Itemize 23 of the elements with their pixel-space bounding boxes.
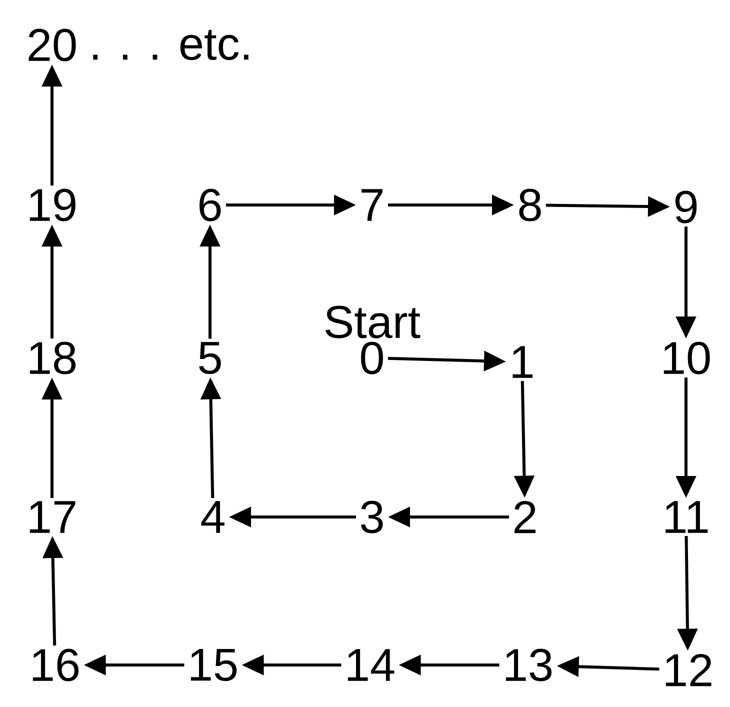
number-label: 16 [32,648,79,682]
number-label: 7 [362,189,382,221]
number-label: 13 [506,648,552,682]
number-label: 18 [30,342,76,374]
number-label: 9 [675,190,697,224]
number-label: 5 [199,342,221,374]
start-label: Start [326,306,420,338]
number-label: 8 [519,188,541,222]
number-label: 6 [200,188,221,222]
number-label: 1 [512,346,533,378]
number-label: 20 [28,28,76,62]
etc-label: . . . etc. [93,30,248,60]
number-label: 17 [30,501,76,533]
number-label: 19 [30,188,76,222]
number-label: 0 [361,342,383,374]
number-label: 15 [190,648,237,682]
number-label: 11 [666,501,708,533]
number-label: 3 [360,500,383,534]
number-label: 14 [348,649,394,681]
number-label: 2 [514,500,536,534]
number-label: 10 [664,342,710,374]
number-label: 4 [201,501,224,533]
number-label: 12 [666,654,712,686]
